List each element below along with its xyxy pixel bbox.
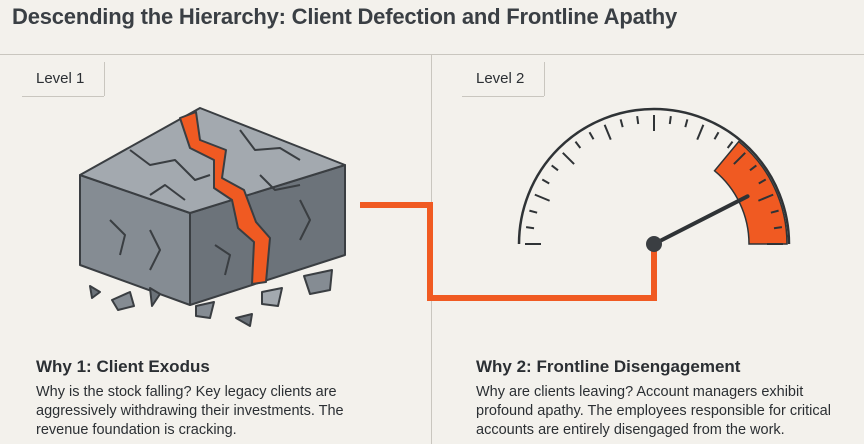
level-2-underline (462, 96, 544, 97)
panel-2-heading: Why 2: Frontline Disengagement (476, 357, 741, 376)
gauge-needle (652, 194, 750, 246)
connector-line (360, 202, 657, 301)
level-2-label: Level 2 (476, 70, 525, 87)
gauge-tick (603, 124, 612, 140)
gauge-tick (758, 178, 767, 185)
gauge-tick (551, 164, 559, 172)
gauge-tick (770, 209, 779, 214)
gauge-tick (733, 152, 746, 165)
gauge-icon (517, 107, 791, 252)
gauge-tick (696, 124, 705, 140)
level-2-sideline (544, 62, 545, 96)
gauge-ticks (525, 115, 783, 245)
level-1-underline (22, 96, 104, 97)
gauge-tick (773, 226, 783, 230)
gauge-tick (636, 115, 640, 125)
level-1-label: Level 1 (36, 70, 85, 87)
gauge-tick (758, 193, 774, 202)
panel-2-body: Why are clients leaving? Account manager… (476, 384, 831, 438)
gauge-tick (541, 178, 550, 185)
gauge-tick (726, 141, 734, 149)
gauge-tick (562, 152, 575, 165)
gauge-tick (529, 209, 538, 214)
gauge-tick (713, 131, 720, 140)
gauge-tick (619, 119, 624, 128)
panel-1-heading: Why 1: Client Exodus (36, 357, 210, 376)
gauge-level-fill (713, 140, 788, 245)
cracked-block-icon (79, 107, 346, 327)
gauge-hub (646, 236, 662, 252)
gauge-tick (574, 141, 582, 149)
gauge-tick (668, 115, 672, 125)
gauge-tick (588, 131, 595, 140)
gauge-tick (534, 193, 550, 202)
panel-1-body: Why is the stock falling? Key legacy cli… (36, 384, 344, 438)
gauge-tick (749, 164, 757, 172)
gauge-tick (684, 119, 689, 128)
gauge-tick (525, 226, 535, 230)
page-title: Descending the Hierarchy: Client Defecti… (12, 4, 678, 29)
level-1-sideline (104, 62, 105, 96)
divider-top (0, 54, 864, 55)
